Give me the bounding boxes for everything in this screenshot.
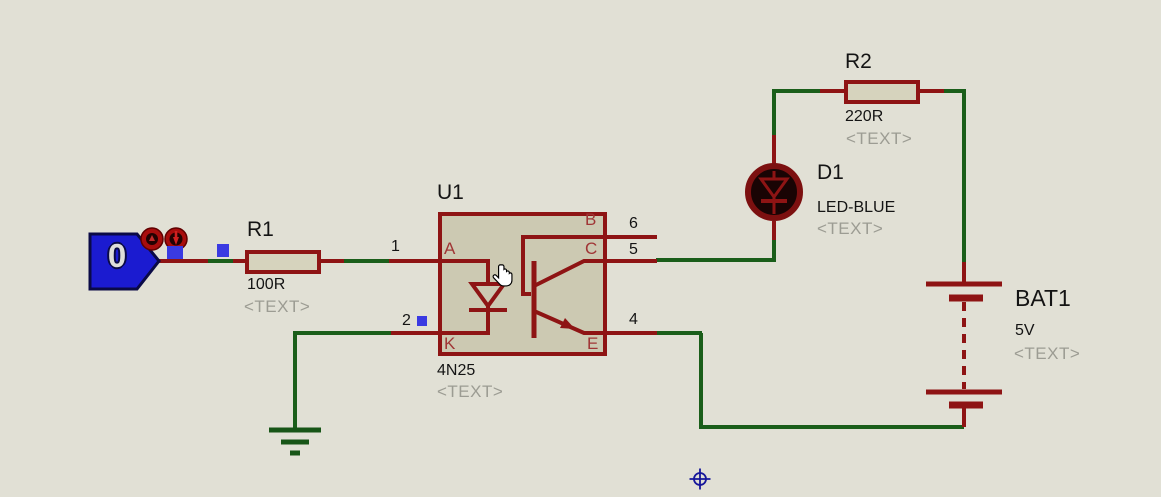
wire-segment[interactable] xyxy=(943,89,966,262)
ground-symbol[interactable] xyxy=(269,427,321,456)
resistor-r1-body[interactable] xyxy=(245,250,321,274)
logic-state-value[interactable]: 0 xyxy=(107,237,127,274)
wire-net-layer xyxy=(206,89,966,430)
u1-pin-number-1: 1 xyxy=(391,238,400,255)
down-arrow-stem xyxy=(174,231,178,239)
optocoupler-internal-transistor xyxy=(521,235,657,338)
logic-toggle-buttons xyxy=(140,227,188,251)
emitter-arrow-icon xyxy=(560,318,575,329)
logic-state-arrow[interactable] xyxy=(88,232,161,291)
u1-pin-number-6: 6 xyxy=(629,215,638,232)
u1-pin-name-cathode: K xyxy=(444,334,456,353)
origin-handle[interactable] xyxy=(217,244,229,257)
bat1-ref-label[interactable]: BAT1 xyxy=(1015,285,1071,311)
led-diode-symbol xyxy=(758,171,790,214)
crosshair-origin-icon xyxy=(689,468,711,490)
battery-bat1[interactable] xyxy=(926,281,1002,409)
led-d1[interactable] xyxy=(745,163,803,221)
u1-pin-name-collector: C xyxy=(585,239,598,258)
origin-handle[interactable] xyxy=(417,316,427,326)
u1-pin-name-anode: A xyxy=(444,239,456,258)
resistor-r2-body[interactable] xyxy=(844,80,920,104)
d1-ref-label[interactable]: D1 xyxy=(817,161,844,184)
selection-handles xyxy=(167,244,427,326)
r1-ref-label[interactable]: R1 xyxy=(247,218,274,241)
origin-handle[interactable] xyxy=(167,246,183,259)
component-pin-layer xyxy=(156,89,966,427)
u1-value-label[interactable]: 4N25 xyxy=(437,362,476,379)
r2-value-label[interactable]: 220R xyxy=(845,108,884,125)
r2-ref-label[interactable]: R2 xyxy=(845,50,872,73)
u1-pin-number-5: 5 xyxy=(629,241,638,258)
u1-text-placeholder[interactable]: <TEXT> xyxy=(437,382,504,401)
up-arrow-icon xyxy=(149,235,155,241)
r1-text-placeholder[interactable]: <TEXT> xyxy=(244,297,311,316)
u1-pin-number-2: 2 xyxy=(402,312,411,329)
d1-text-placeholder[interactable]: <TEXT> xyxy=(817,219,884,238)
u1-pin-name-base: B xyxy=(585,210,597,229)
logic-state-probe[interactable] xyxy=(88,232,161,291)
bat1-text-placeholder[interactable]: <TEXT> xyxy=(1014,344,1081,363)
d1-value-label[interactable]: LED-BLUE xyxy=(817,199,896,216)
hand-cursor-icon xyxy=(492,264,513,287)
bat1-value-label[interactable]: 5V xyxy=(1015,322,1035,339)
r2-text-placeholder[interactable]: <TEXT> xyxy=(846,129,913,148)
optocoupler-internal-led xyxy=(389,259,508,335)
u1-pin-number-4: 4 xyxy=(629,311,638,328)
r1-value-label[interactable]: 100R xyxy=(247,276,286,293)
u1-pin-name-emitter: E xyxy=(587,334,599,353)
down-arrow-icon xyxy=(173,237,179,245)
u1-ref-label[interactable]: U1 xyxy=(437,181,464,204)
wire-segment[interactable] xyxy=(772,89,821,136)
optocoupler-u1[interactable] xyxy=(389,212,657,356)
wire-segment[interactable] xyxy=(699,333,964,429)
